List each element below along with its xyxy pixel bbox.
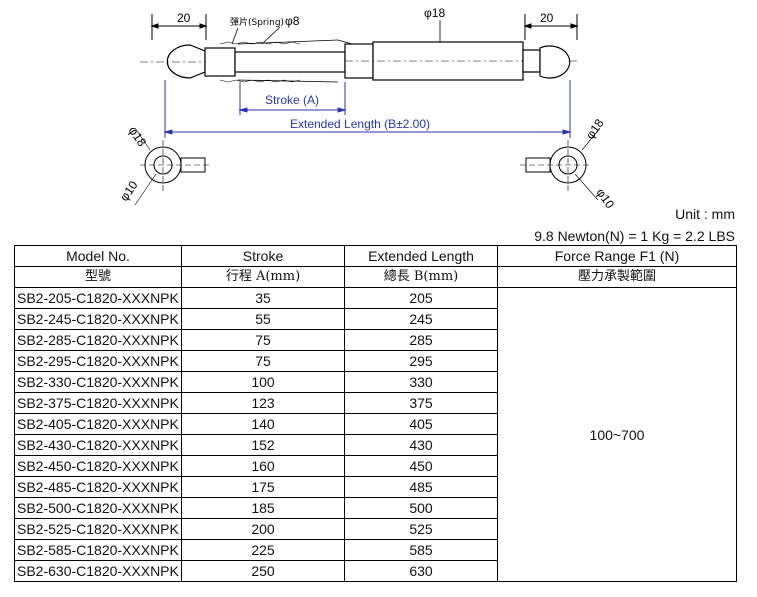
dim-left-end-label: 20 bbox=[177, 11, 191, 25]
right-eye-section bbox=[520, 127, 601, 201]
stroke-cell: 175 bbox=[181, 476, 345, 498]
table-row: SB2-485-C1820-XXXNPK 175 485 bbox=[14, 476, 737, 498]
left-eye-outer-label: φ18 bbox=[126, 124, 150, 150]
table-row: SB2-630-C1820-XXXNPK 250 630 bbox=[14, 560, 737, 582]
right-eye-inner-label: φ10 bbox=[594, 186, 618, 212]
model-cell: SB2-205-C1820-XXXNPK bbox=[14, 287, 182, 309]
model-cell: SB2-430-C1820-XXXNPK bbox=[14, 434, 182, 456]
table-row: SB2-295-C1820-XXXNPK 75 295 bbox=[14, 350, 737, 372]
table-row: SB2-585-C1820-XXXNPK 225 585 bbox=[14, 539, 737, 561]
model-cell: SB2-330-C1820-XXXNPK bbox=[14, 371, 182, 393]
right-eye-fitting bbox=[522, 45, 571, 79]
dim-right-end bbox=[523, 14, 579, 40]
stroke-cell: 160 bbox=[181, 455, 345, 477]
extended-length-dimension bbox=[163, 80, 572, 138]
length-cell: 330 bbox=[344, 371, 498, 393]
model-cell: SB2-525-C1820-XXXNPK bbox=[14, 518, 182, 540]
table-row: SB2-450-C1820-XXXNPK 160 450 bbox=[14, 455, 737, 477]
length-cell: 405 bbox=[344, 413, 498, 435]
spec-table: Model No. Stroke Extended Length Force R… bbox=[14, 245, 737, 582]
table-row: SB2-245-C1820-XXXNPK 55 245 bbox=[14, 308, 737, 330]
header-row-en: Model No. Stroke Extended Length Force R… bbox=[14, 245, 737, 267]
spring-label: 彈片(Spring) bbox=[230, 16, 284, 28]
dim-right-end-label: 20 bbox=[540, 11, 554, 25]
gas-spring-drawing: 20 20 彈片(Spring) φ8 φ18 bbox=[117, 6, 618, 212]
force-range-cell: 100~700 bbox=[497, 287, 737, 582]
table-row: SB2-430-C1820-XXXNPK 152 430 bbox=[14, 434, 737, 456]
length-cell: 375 bbox=[344, 392, 498, 414]
stroke-label: Stroke (A) bbox=[265, 93, 319, 107]
right-eye-outer-label: φ18 bbox=[583, 116, 607, 142]
length-cell: 500 bbox=[344, 497, 498, 519]
length-cell: 525 bbox=[344, 518, 498, 540]
table-row: SB2-405-C1820-XXXNPK 140 405 bbox=[14, 413, 737, 435]
table-row: SB2-205-C1820-XXXNPK 35 205 100~700 bbox=[14, 287, 737, 582]
length-cell: 585 bbox=[344, 539, 498, 561]
table-row: SB2-375-C1820-XXXNPK 123 375 bbox=[14, 392, 737, 414]
length-cell: 485 bbox=[344, 476, 498, 498]
header-model: Model No. bbox=[14, 245, 182, 267]
stroke-cell: 225 bbox=[181, 539, 345, 561]
model-cell: SB2-405-C1820-XXXNPK bbox=[14, 413, 182, 435]
stroke-cell: 75 bbox=[181, 350, 345, 372]
conversion-text: 9.8 Newton(N) = 1 Kg = 2.2 LBS bbox=[534, 228, 735, 244]
model-cell: SB2-630-C1820-XXXNPK bbox=[14, 560, 182, 582]
length-cell: 245 bbox=[344, 308, 498, 330]
stroke-cell: 152 bbox=[181, 434, 345, 456]
stroke-cell: 200 bbox=[181, 518, 345, 540]
model-cell: SB2-450-C1820-XXXNPK bbox=[14, 455, 182, 477]
stroke-cell: 100 bbox=[181, 371, 345, 393]
stroke-cell: 250 bbox=[181, 560, 345, 582]
header-length-zh: 總長 B(mm) bbox=[344, 266, 498, 288]
model-cell: SB2-285-C1820-XXXNPK bbox=[14, 329, 182, 351]
left-eye-section bbox=[134, 127, 210, 206]
length-cell: 285 bbox=[344, 329, 498, 351]
stroke-cell: 185 bbox=[181, 497, 345, 519]
length-cell: 205 bbox=[344, 287, 498, 309]
length-cell: 450 bbox=[344, 455, 498, 477]
model-cell: SB2-245-C1820-XXXNPK bbox=[14, 308, 182, 330]
header-row-zh: 型號 行程 A(mm) 總長 B(mm) 壓力承製範圍 bbox=[14, 266, 737, 288]
header-force: Force Range F1 (N) bbox=[497, 245, 737, 267]
rod-diameter-label: φ8 bbox=[285, 14, 300, 28]
model-cell: SB2-585-C1820-XXXNPK bbox=[14, 539, 182, 561]
header-model-zh: 型號 bbox=[14, 266, 182, 288]
cylinder-tube bbox=[344, 41, 580, 81]
stroke-cell: 75 bbox=[181, 329, 345, 351]
stroke-cell: 140 bbox=[181, 413, 345, 435]
header-force-zh: 壓力承製範圍 bbox=[497, 266, 737, 288]
tube-diameter-label: φ18 bbox=[424, 6, 445, 20]
dim-left-end bbox=[150, 14, 208, 40]
header-stroke-zh: 行程 A(mm) bbox=[181, 266, 345, 288]
stroke-cell: 55 bbox=[181, 308, 345, 330]
length-cell: 295 bbox=[344, 350, 498, 372]
extended-length-label: Extended Length (B±2.00) bbox=[290, 117, 430, 131]
model-cell: SB2-375-C1820-XXXNPK bbox=[14, 392, 182, 414]
left-eye-inner-label: φ10 bbox=[117, 178, 141, 204]
length-cell: 430 bbox=[344, 434, 498, 456]
rod-leader bbox=[261, 26, 281, 45]
unit-text: Unit : mm bbox=[675, 206, 735, 222]
stroke-cell: 35 bbox=[181, 287, 345, 309]
length-cell: 630 bbox=[344, 560, 498, 582]
stroke-cell: 123 bbox=[181, 392, 345, 414]
header-length: Extended Length bbox=[344, 245, 498, 267]
header-stroke: Stroke bbox=[181, 245, 345, 267]
model-cell: SB2-485-C1820-XXXNPK bbox=[14, 476, 182, 498]
model-cell: SB2-500-C1820-XXXNPK bbox=[14, 497, 182, 519]
piston-rod bbox=[204, 39, 353, 83]
left-eye-fitting bbox=[140, 44, 206, 79]
spring-leader bbox=[231, 27, 239, 45]
table-row: SB2-330-C1820-XXXNPK 100 330 bbox=[14, 371, 737, 393]
model-cell: SB2-295-C1820-XXXNPK bbox=[14, 350, 182, 372]
stroke-dimension bbox=[238, 82, 347, 115]
